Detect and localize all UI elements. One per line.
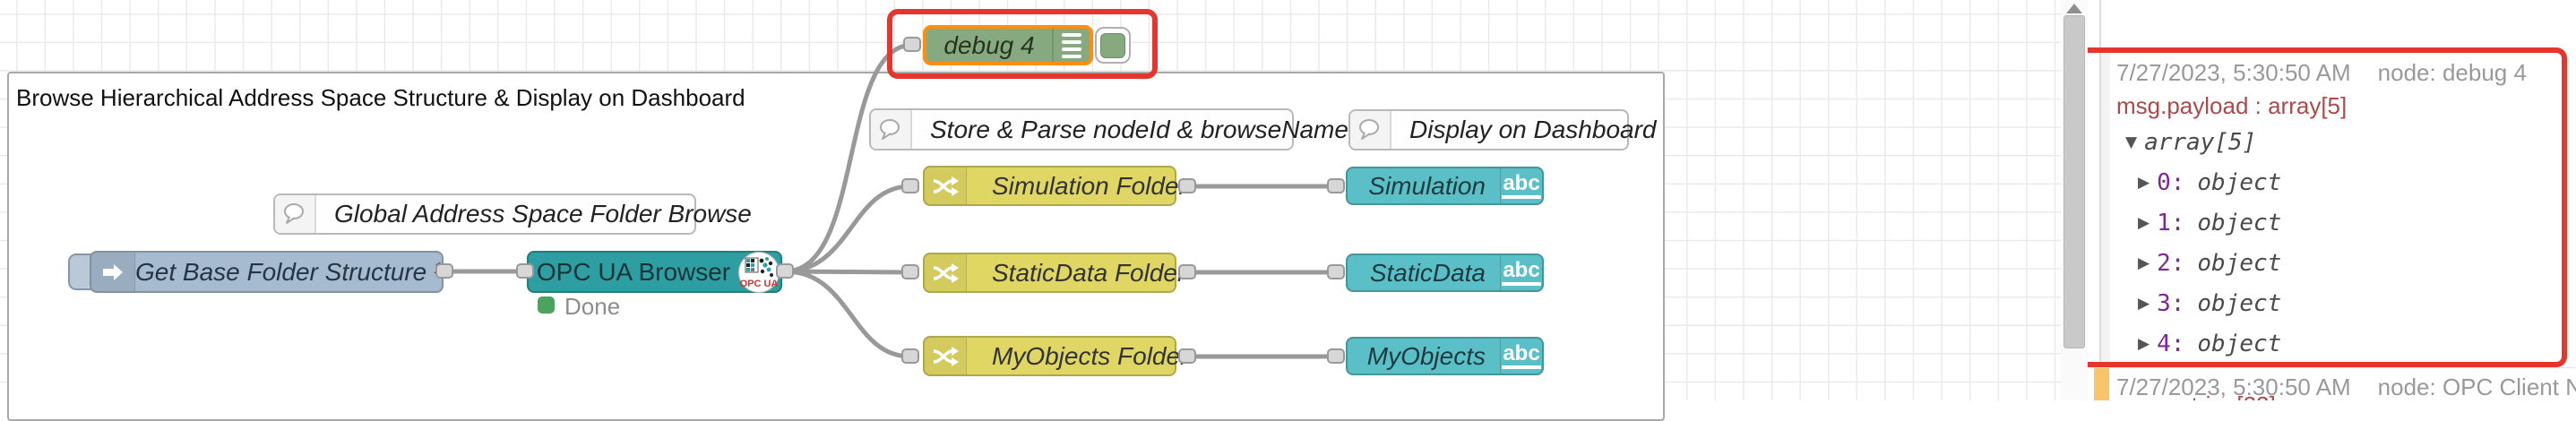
tree-row-item[interactable]: ▶0:object [2138,169,2282,196]
node-label: StaticData [1369,258,1486,287]
debug-list-icon [1052,29,1090,62]
expand-caret-icon[interactable]: ▶ [2138,295,2150,313]
message-source-node[interactable]: node: OPC Client Namespace Brow [2377,374,2576,400]
message-left-border-warning [2094,368,2109,400]
scroll-up-arrow-icon[interactable] [2066,4,2082,13]
node-switch-myobjects[interactable]: MyObjects Folder [923,336,1188,376]
node-opcua-browser[interactable]: OPC UA Browser OPC UA [527,251,782,293]
message-header: 7/27/2023, 5:30:50 AM node: debug 4 [2116,59,2527,87]
tree-row-item[interactable]: ▶1:object [2138,210,2282,236]
port-text-myobjects-in[interactable] [1327,348,1345,364]
wire-opcua-simulation[interactable] [782,184,913,274]
comment-label: Store & Parse nodeId & browseName [930,115,1348,143]
message-left-border [2101,51,2110,367]
node-label: StaticData Folder [992,258,1186,287]
switch-shuffle-icon [925,168,967,204]
port-opcua-out[interactable] [776,263,794,279]
port-inject-out[interactable] [435,263,453,279]
comment-label: Global Address Space Folder Browse [334,200,752,228]
expand-caret-icon[interactable]: ▶ [2138,335,2150,353]
switch-shuffle-icon [925,338,967,374]
status-text: Done [564,293,621,320]
wire-opcua-debug[interactable] [782,42,916,274]
tree-row-item[interactable]: ▶2:object [2138,250,2282,277]
node-label: Simulation [1368,171,1486,200]
comment-bubble-icon [871,110,912,149]
wire-opcua-staticdata[interactable] [782,269,913,275]
node-label: Simulation Folder [992,171,1187,200]
port-text-staticdata-in[interactable] [1327,264,1345,279]
node-switch-simulation[interactable]: Simulation Folder [923,166,1187,206]
port-debug-in[interactable] [903,37,921,52]
port-switch-simulation-out[interactable] [1178,178,1196,193]
node-label: OPC UA Browser [536,257,731,286]
collapse-caret-icon[interactable]: ▼ [2125,133,2138,151]
message-timestamp: 7/27/2023, 5:30:50 AM [2116,374,2351,400]
debug-toggle-button[interactable] [1095,27,1131,64]
node-text-simulation[interactable]: Simulation abc [1346,167,1544,205]
wire-opcua-myobjects[interactable] [782,269,913,359]
port-text-simulation-in[interactable] [1327,178,1345,193]
group-title: Browse Hierarchical Address Space Struct… [16,84,745,111]
comment-global-address[interactable]: Global Address Space Folder Browse [273,193,752,235]
expand-caret-icon[interactable]: ▶ [2138,174,2150,192]
debug-sidebar: 7/27/2023, 5:30:50 AM node: debug 4 msg.p… [2088,0,2576,400]
expand-caret-icon[interactable]: ▶ [2138,254,2150,272]
expand-caret-icon[interactable]: ▶ [2138,214,2150,232]
message-timestamp: 7/27/2023, 5:30:50 AM [2116,59,2351,86]
port-switch-staticdata-in[interactable] [901,264,919,279]
node-text-myobjects[interactable]: MyObjects abc [1346,337,1544,375]
scrollbar-thumb[interactable] [2063,15,2085,348]
comment-bubble-icon [275,195,316,233]
message-source-node[interactable]: node: debug 4 [2377,59,2527,86]
port-switch-myobjects-out[interactable] [1178,348,1196,364]
comment-store-parse[interactable]: Store & Parse nodeId & browseName [869,108,1348,150]
sidebar-divider[interactable] [2099,0,2101,400]
debug-toggle-state [1100,32,1125,58]
node-inject-get-base-folder[interactable]: Get Base Folder Structure ¹ [90,251,444,293]
message-header: 7/27/2023, 5:30:50 AM node: OPC Client Na… [2116,374,2576,400]
abc-icon: abc [1500,168,1542,203]
node-label: MyObjects [1366,341,1486,370]
node-label: MyObjects Folder [992,341,1189,370]
port-switch-staticdata-out[interactable] [1178,264,1196,279]
annotation-box-message [2088,47,2567,367]
inject-arrow-icon [91,253,135,291]
tree-row-item[interactable]: ▶3:object [2138,290,2282,317]
message-separator [2094,367,2576,368]
node-switch-staticdata[interactable]: StaticData Folder [923,253,1185,293]
message-property: msg : string[22] [2116,391,2276,400]
canvas-vertical-scrollbar[interactable] [2061,0,2088,400]
switch-shuffle-icon [925,254,967,291]
comment-label: Display on Dashboard [1409,116,1657,143]
annotation-box-debug [887,9,1158,79]
port-switch-simulation-in[interactable] [901,178,919,193]
node-label: Get Base Folder Structure ¹ [135,257,443,286]
message-property: msg.payload : array[5] [2116,92,2348,119]
status-dot [538,296,555,314]
comment-bubble-icon [1350,111,1391,149]
opcua-icon-label: OPC UA [739,278,779,289]
node-text-staticdata[interactable]: StaticData abc [1346,253,1544,292]
flow-canvas[interactable]: Browse Hierarchical Address Space Struct… [0,0,2061,421]
abc-icon: abc [1500,255,1542,290]
abc-icon: abc [1500,339,1542,374]
wire-layer [442,42,1339,359]
tree-row-item[interactable]: ▶4:object [2138,331,2282,357]
node-debug-4[interactable]: debug 4 [923,25,1093,65]
node-label: debug 4 [943,30,1035,59]
comment-display-dashboard[interactable]: Display on Dashboard [1348,109,1657,150]
tree-row-root[interactable]: ▼array[5] [2125,129,2257,156]
port-opcua-in[interactable] [516,263,534,279]
opcua-icon: OPC UA [738,251,780,293]
port-switch-myobjects-in[interactable] [901,348,919,364]
